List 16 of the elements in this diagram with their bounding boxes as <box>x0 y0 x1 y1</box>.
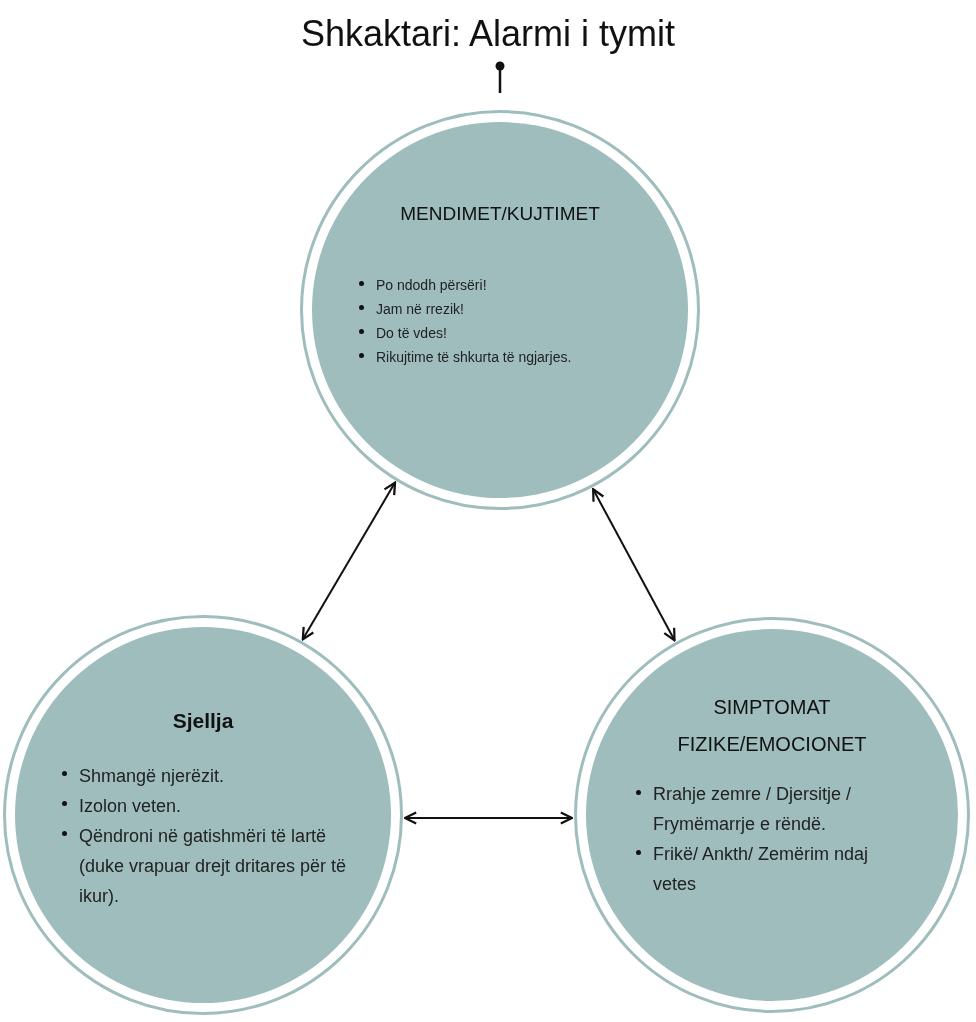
circle-heading: SIMPTOMAT FIZIKE/EMOCIONET <box>676 695 868 757</box>
circle-heading: MENDIMET/KUJTIMET <box>399 202 601 226</box>
bullet-text: Rikujtime të shkurta të ngjarjes. <box>376 347 572 367</box>
bullet-text: Po ndodh përsëri! <box>376 275 487 295</box>
double-arrow <box>301 481 397 641</box>
bullet-text: Shmangë njerëzit. <box>79 764 225 788</box>
circle-heading: Sjellja <box>171 708 235 734</box>
bullet-text: Rrahje zemre / Djersitje / Frymëmarrje e rëndë. <box>653 783 853 836</box>
bullet-text: Do të vdes! <box>376 323 447 343</box>
bullet-text: Izolon veten. <box>79 794 182 818</box>
bullet-text: Frikë/ Ankth/ Zemërim ndaj vetes <box>653 843 870 896</box>
bullet-text: Qëndroni në gatishmëri të lartë (duke vrapuar drejt dritares për të ikur). <box>79 824 348 908</box>
double-arrow <box>403 811 574 825</box>
double-arrow <box>592 488 676 642</box>
bullet-text: Jam në rrezik! <box>376 299 464 319</box>
title: Shkaktari: Alarmi i tymit <box>300 12 676 56</box>
